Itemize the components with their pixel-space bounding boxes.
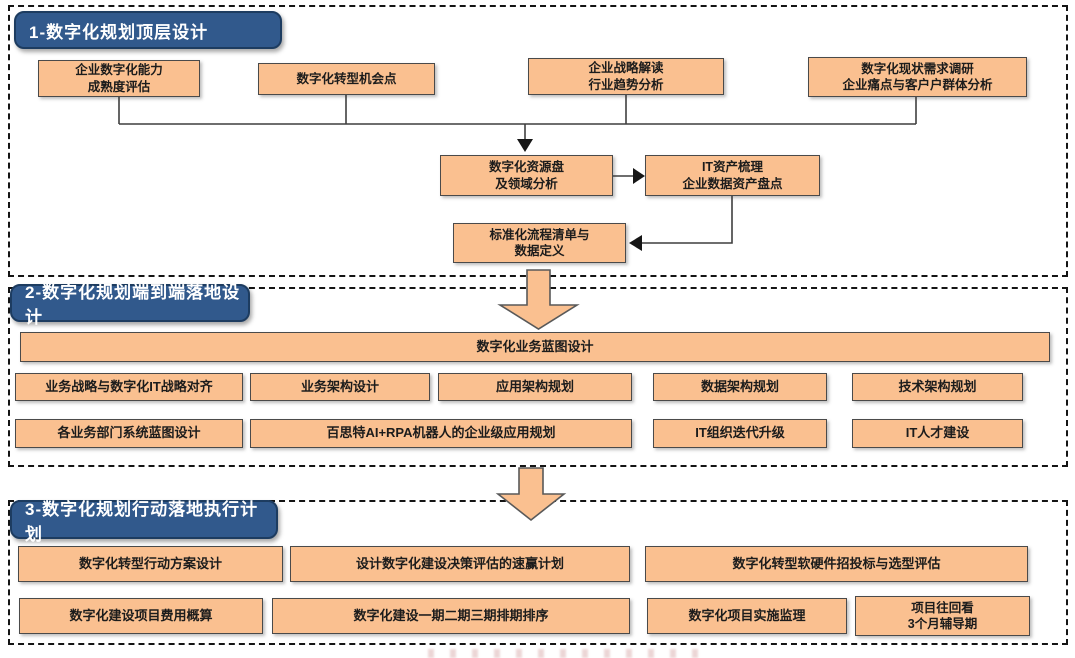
box-implementation-supervision: 数字化项目实施监理 (647, 598, 847, 634)
box-capability-maturity: 企业数字化能力 成熟度评估 (38, 60, 200, 97)
box-strategy-interpretation: 企业战略解读 行业趋势分析 (528, 58, 724, 95)
box-business-architecture: 业务架构设计 (250, 373, 430, 401)
box-project-cost-estimate: 数字化建设项目费用概算 (19, 598, 263, 634)
box-action-plan-design: 数字化转型行动方案设计 (18, 546, 283, 582)
box-data-architecture: 数据架构规划 (653, 373, 827, 401)
box-it-talent: IT人才建设 (852, 419, 1023, 448)
section-3-title: 3-数字化规划行动落地执行计划 (10, 500, 278, 544)
box-department-blueprint: 各业务部门系统蓝图设计 (15, 419, 243, 448)
box-ai-rpa-application: 百思特AI+RPA机器人的企业级应用规划 (250, 419, 632, 448)
box-application-architecture: 应用架构规划 (438, 373, 632, 401)
section-1-title: 1-数字化规划顶层设计 (14, 11, 282, 49)
box-quick-win-plan: 设计数字化建设决策评估的速赢计划 (290, 546, 630, 582)
box-digital-resource-inventory: 数字化资源盘 及领域分析 (440, 155, 613, 196)
box-transformation-opportunity: 数字化转型机会点 (258, 63, 435, 95)
box-it-org-upgrade: IT组织迭代升级 (653, 419, 827, 448)
box-bidding-selection: 数字化转型软硬件招投标与选型评估 (645, 546, 1028, 582)
box-tech-architecture: 技术架构规划 (852, 373, 1023, 401)
watermark-remnant (428, 649, 708, 658)
box-it-asset-review: IT资产梳理 企业数据资产盘点 (645, 155, 820, 196)
box-phase-scheduling: 数字化建设一期二期三期排期排序 (272, 598, 630, 634)
section-2-title: 2-数字化规划端到端落地设计 (10, 283, 250, 327)
box-current-state-survey: 数字化现状需求调研 企业痛点与客户户群体分析 (808, 57, 1027, 97)
box-project-review-coaching: 项目往回看 3个月辅导期 (855, 596, 1030, 636)
box-strategy-alignment: 业务战略与数字化IT战略对齐 (15, 373, 243, 401)
banner-business-blueprint: 数字化业务蓝图设计 (20, 332, 1050, 362)
box-standard-process-list: 标准化流程清单与 数据定义 (453, 223, 626, 263)
